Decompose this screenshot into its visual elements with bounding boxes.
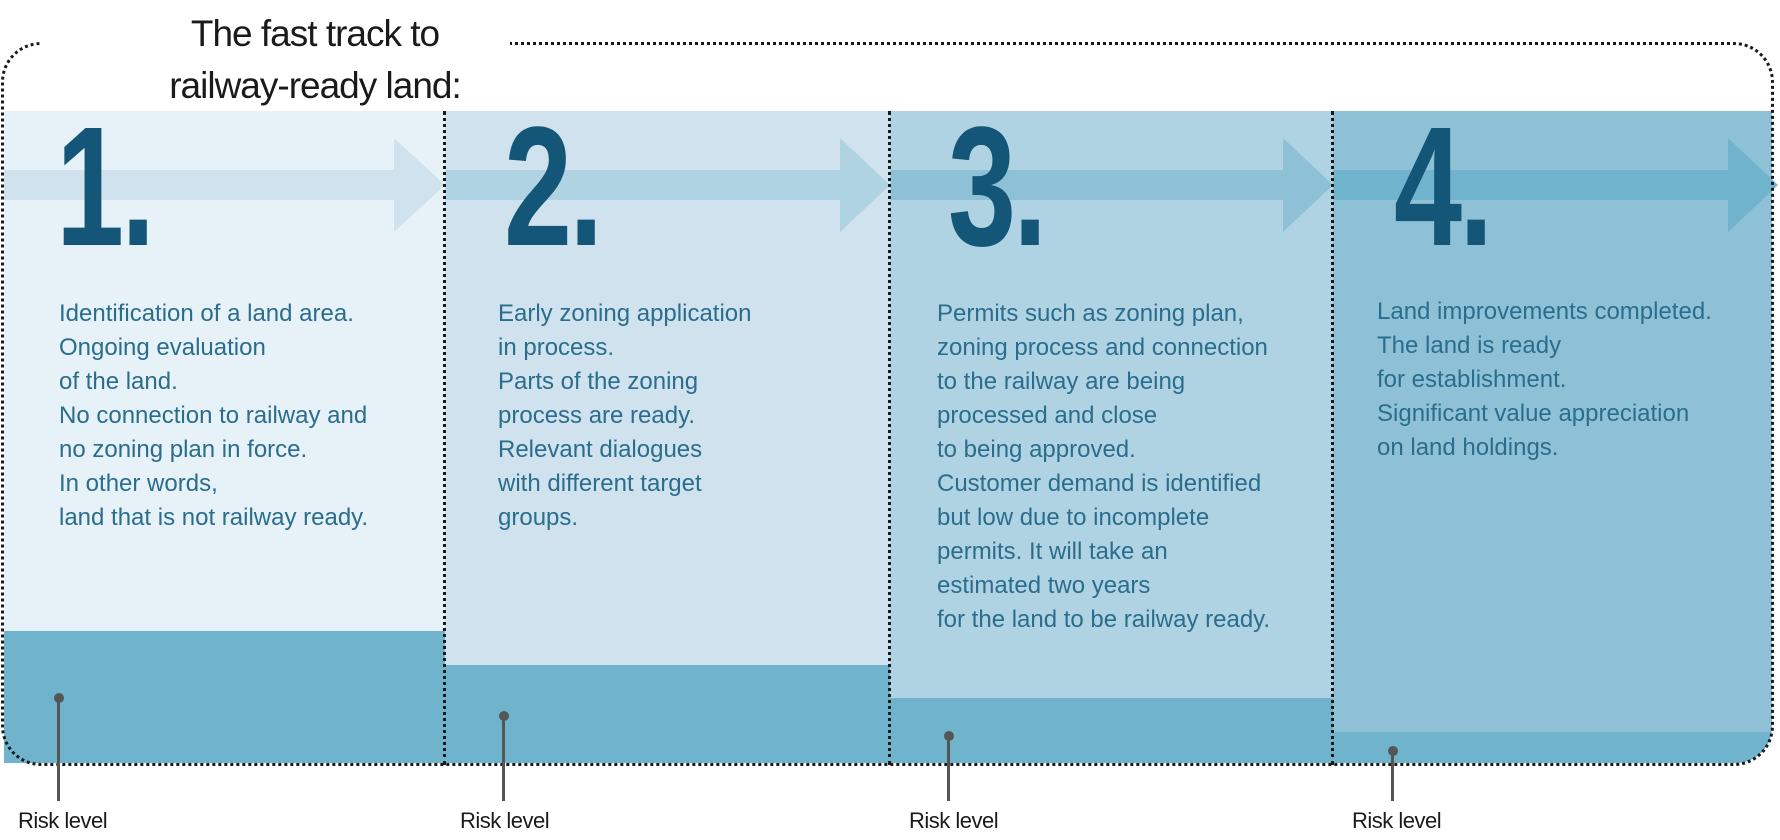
- stage-3-panel: [890, 111, 1333, 763]
- diagram-outline: [1, 42, 1774, 766]
- stage-4-panel: [1333, 111, 1772, 763]
- stage-3-number: 3.: [948, 92, 1047, 282]
- stage-1-risk-marker-line: [57, 698, 60, 801]
- stage-4-risk-label: Risk level: [1352, 808, 1442, 833]
- stage-2-risk-label: Risk level: [460, 808, 550, 833]
- stage-1-number: 1.: [56, 92, 155, 282]
- stage-1-risk-label: Risk level: [18, 808, 108, 833]
- stage-3-risk-area: [890, 698, 1333, 763]
- stage-4-number: 4.: [1394, 92, 1493, 282]
- stage-2-description: Early zoning application in process. Par…: [498, 300, 752, 531]
- stage-3-risk-marker-line: [947, 736, 950, 801]
- stage-2-risk-area: [445, 665, 890, 763]
- stage-1-panel: [4, 111, 445, 763]
- stage-4-risk-area: [1333, 732, 1772, 763]
- stage-2-panel: [445, 111, 890, 763]
- stage-4-description: Land improvements completed. The land is…: [1377, 298, 1712, 461]
- diagram-title: The fast track to railway-ready land:: [115, 8, 515, 112]
- title-line-2: railway-ready land:: [169, 65, 462, 106]
- divider-2-3: [888, 111, 891, 765]
- stage-1-risk-area: [4, 631, 445, 763]
- stage-4-risk-marker-line: [1391, 751, 1394, 801]
- stage-3-risk-label: Risk level: [909, 808, 999, 833]
- stage-1-description: Identification of a land area. Ongoing e…: [59, 300, 369, 531]
- stage-4-arrow: [1334, 138, 1778, 232]
- stage-2-risk-marker-line: [502, 716, 505, 801]
- stage-3-arrow: [891, 138, 1333, 232]
- title-line-1: The fast track to: [190, 13, 440, 54]
- stage-2-number: 2.: [504, 92, 603, 282]
- divider-1-2: [443, 111, 446, 765]
- stage-2-arrow: [446, 138, 890, 232]
- stage-1-arrow: [4, 138, 445, 232]
- divider-3-4: [1331, 111, 1334, 765]
- stage-3-description: Permits such as zoning plan, zoning proc…: [937, 300, 1271, 633]
